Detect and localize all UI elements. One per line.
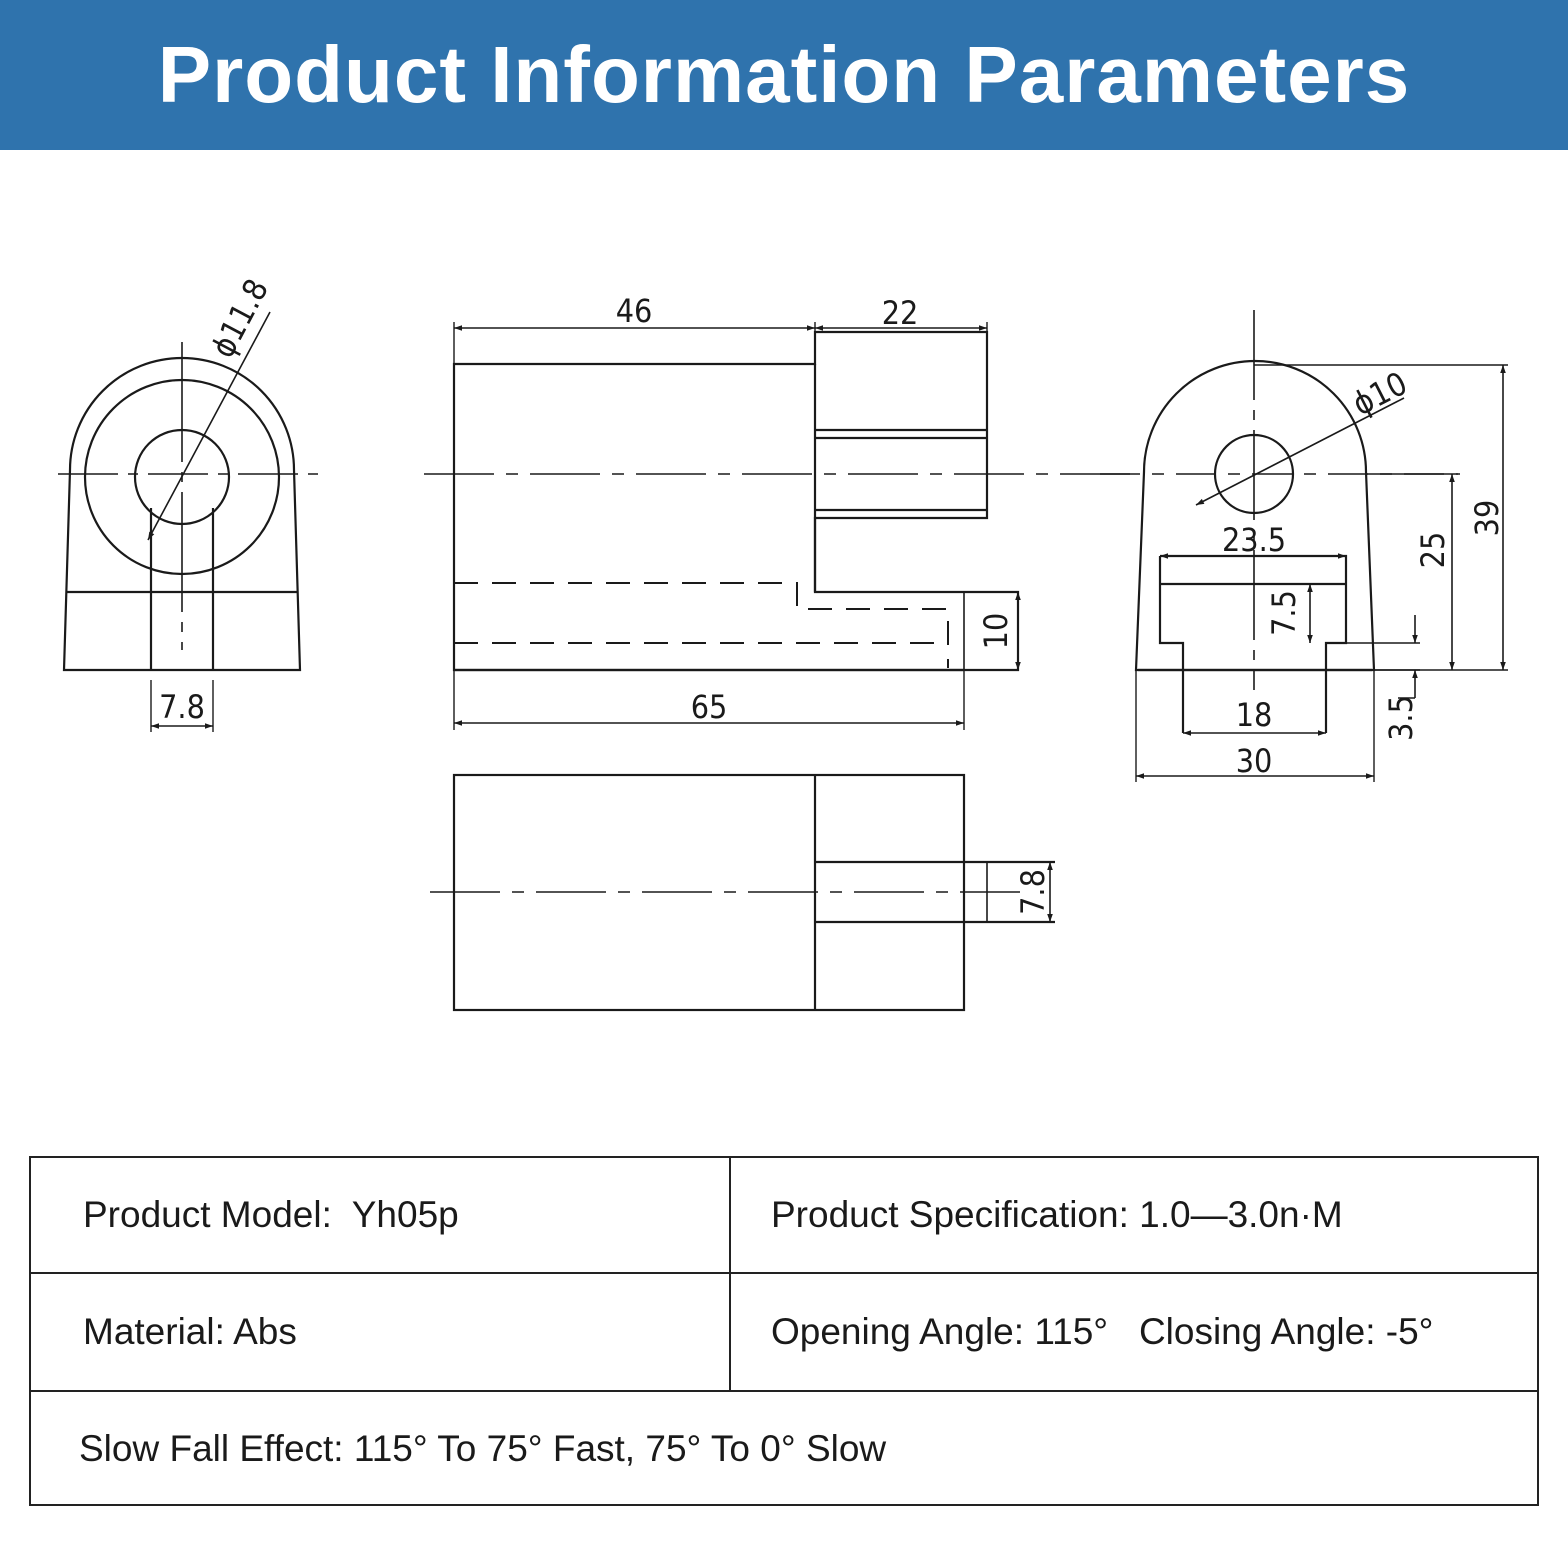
dim-front-total-length: 65 — [691, 688, 728, 726]
dim-end-base-width: 30 — [1236, 742, 1273, 780]
specs-row: Product Model: Yh05p Product Specificati… — [31, 1158, 1537, 1274]
spec-angles: Opening Angle: 115° Closing Angle: -5° — [771, 1311, 1434, 1352]
spec-specification: Product Specification: 1.0—3.0n·M — [771, 1194, 1343, 1235]
dim-front-step-height: 10 — [977, 613, 1015, 650]
dim-end-base-step: 3.5 — [1382, 695, 1420, 741]
specs-row: Slow Fall Effect: 115° To 75° Fast, 75° … — [31, 1392, 1537, 1506]
specs-table: Product Model: Yh05p Product Specificati… — [29, 1156, 1539, 1506]
spec-material: Material: Abs — [31, 1274, 731, 1390]
technical-drawing: ϕ11.8 7.8 46 22 65 10 ϕ10 23.5 7.5 18 30… — [58, 273, 1508, 1012]
dim-side-hole-dia: ϕ11.8 — [204, 273, 277, 364]
dim-end-axis-height: 25 — [1414, 532, 1452, 569]
side-view — [58, 311, 320, 732]
page-title: Product Information Parameters — [157, 30, 1411, 119]
top-view — [430, 773, 1055, 1012]
dim-end-hole-dia: ϕ10 — [1346, 364, 1413, 423]
spec-model: Product Model: Yh05p — [31, 1158, 731, 1272]
dim-end-total-height: 39 — [1468, 500, 1506, 537]
dim-end-slot-depth: 7.5 — [1265, 590, 1303, 636]
dim-top-slot-width: 7.8 — [1014, 869, 1052, 915]
dim-front-left-length: 46 — [616, 292, 653, 330]
dim-front-right-length: 22 — [882, 294, 919, 332]
dim-end-slot-bottom-width: 18 — [1236, 696, 1273, 734]
dim-end-slot-top-width: 23.5 — [1222, 521, 1286, 559]
end-view — [1100, 310, 1508, 782]
dim-side-slot-width: 7.8 — [159, 688, 205, 726]
specs-row: Material: Abs Opening Angle: 115° Closin… — [31, 1274, 1537, 1392]
header-banner: Product Information Parameters — [0, 0, 1568, 150]
front-view — [424, 322, 1140, 730]
spec-slow-fall: Slow Fall Effect: 115° To 75° Fast, 75° … — [79, 1428, 887, 1469]
